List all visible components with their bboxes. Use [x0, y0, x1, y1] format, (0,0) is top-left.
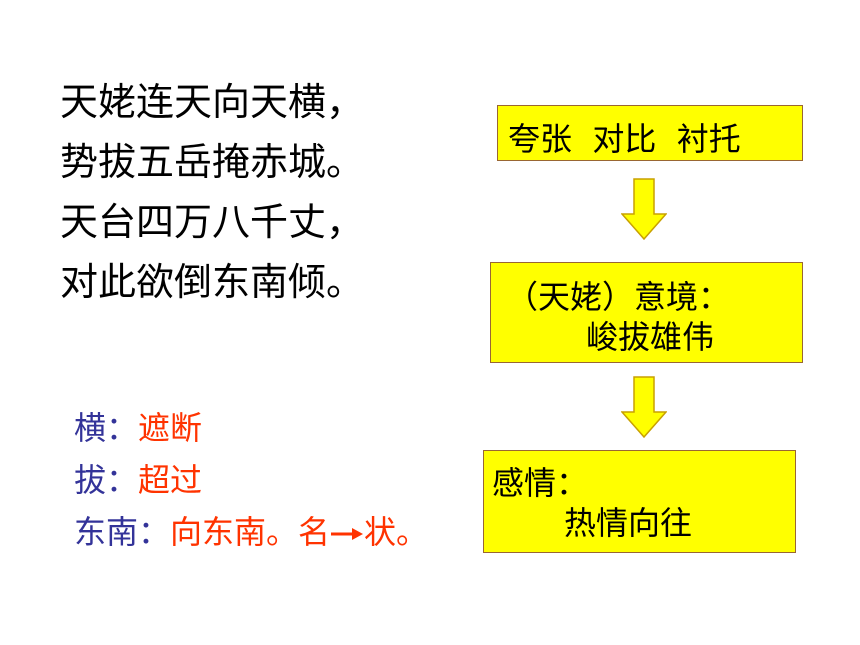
note-key: 拔：	[74, 461, 139, 499]
emotion-box: 感情： 热情向往	[483, 450, 796, 553]
poem-line-2: 势拔五岳掩赤城。	[60, 140, 365, 184]
mood-content: 峻拔雄伟	[586, 318, 715, 356]
note-row: 拔：超过	[74, 454, 428, 506]
poem-line-4: 对此欲倒东南倾。	[60, 260, 365, 304]
technique-box: 夸张 对比 衬托	[497, 105, 803, 161]
note-value: 向东南。名	[170, 513, 331, 551]
note-row: 东南：向东南。名状。	[74, 506, 428, 558]
note-value: 遮断	[138, 409, 203, 447]
poem-line-1: 天姥连天向天横，	[60, 80, 365, 124]
poem-text: 天姥连天向天横， 势拔五岳掩赤城。 天台四万八千丈， 对此欲倒东南倾。	[60, 72, 364, 312]
emotion-content: 热情向往	[564, 504, 693, 542]
emotion-heading: 感情：	[492, 464, 589, 502]
down-arrow-icon	[621, 376, 667, 438]
note-value-after: 状。	[364, 513, 429, 551]
word-notes: 横：遮断 拔：超过 东南：向东南。名状。	[74, 402, 428, 558]
mood-heading: （天姥）意境：	[506, 278, 731, 316]
note-value: 超过	[138, 461, 203, 499]
mood-box: （天姥）意境： 峻拔雄伟	[490, 262, 803, 363]
poem-line-3: 天台四万八千丈，	[60, 200, 365, 244]
down-arrow-icon	[621, 178, 667, 240]
technique-label: 夸张 对比 衬托	[508, 120, 741, 158]
note-row: 横：遮断	[74, 402, 428, 454]
note-key: 横：	[74, 409, 139, 447]
right-arrow-icon	[331, 528, 364, 540]
note-key: 东南：	[74, 513, 171, 551]
